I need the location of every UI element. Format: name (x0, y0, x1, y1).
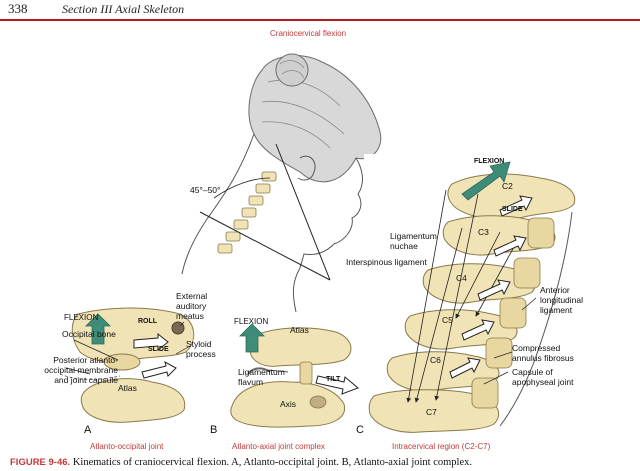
figure-artwork (0, 22, 640, 454)
styloid-process-label: Styloid process (186, 340, 216, 360)
panel-b-caption: Atlanto-axial joint complex (232, 442, 325, 451)
vertebra-c6: C6 (430, 356, 441, 366)
ligamentum-nuchae-label: Ligamentum nuchae (390, 232, 437, 252)
vertebra-c4: C4 (456, 274, 467, 284)
caption-text: Kinematics of craniocervical flexion. A,… (70, 457, 472, 468)
compressed-annulus-label: Compressed annulus fibrosus (512, 344, 574, 364)
header-rule (0, 19, 640, 21)
slide-label-a: SLIDE (148, 346, 169, 354)
interspinous-ligament-label: Interspinous ligament (346, 258, 427, 268)
ligamentum-flavum-label: Ligamentum flavum (238, 368, 285, 388)
panel-a-letter: A (84, 424, 91, 436)
roll-label: ROLL (138, 318, 157, 326)
page-number: 338 (8, 1, 28, 17)
panel-c-caption: Intracervical region (C2-C7) (392, 442, 490, 451)
figure-caption: FIGURE 9-46. Kinematics of craniocervica… (10, 457, 472, 468)
running-header: 338 Section III Axial Skeleton (0, 0, 640, 20)
vertebra-c2: C2 (502, 182, 513, 192)
vertebra-c7: C7 (426, 408, 437, 418)
flexion-label-c: FLEXION (474, 158, 504, 166)
slide-label-c: SLIDE (502, 206, 523, 214)
anterior-longitudinal-label: Anterior longitudinal ligament (540, 286, 583, 315)
atlas-label-a: Atlas (118, 384, 137, 394)
panel-a-caption: Atlanto-occipital joint (90, 442, 163, 451)
flexion-label-b: FLEXION (234, 317, 268, 326)
tilt-label: TILT (326, 376, 340, 384)
vertebra-c3: C3 (478, 228, 489, 238)
occipital-bone-label: Occipital bone (62, 330, 116, 340)
capsule-apophyseal-label: Capsule of apophyseal joint (512, 368, 573, 388)
head-illustration (182, 54, 381, 312)
panel-c-letter: C (356, 424, 364, 436)
panel-c-illustration (364, 154, 626, 432)
main-figure-title: Craniocervical flexion (270, 29, 346, 38)
posterior-membrane-label: Posterior atlanto- occipital membrane an… (22, 356, 118, 385)
vertebra-c5: C5 (442, 316, 453, 326)
section-title: Section III Axial Skeleton (62, 2, 184, 17)
figure-number: FIGURE 9-46. (10, 457, 70, 468)
flexion-label-a: FLEXION (64, 313, 98, 322)
angle-label: 45°–50° (190, 186, 220, 196)
external-auditory-meatus-label: External auditory meatus (176, 292, 207, 321)
axis-label: Axis (280, 400, 296, 410)
atlas-label-b: Atlas (290, 326, 309, 336)
panel-b-letter: B (210, 424, 217, 436)
